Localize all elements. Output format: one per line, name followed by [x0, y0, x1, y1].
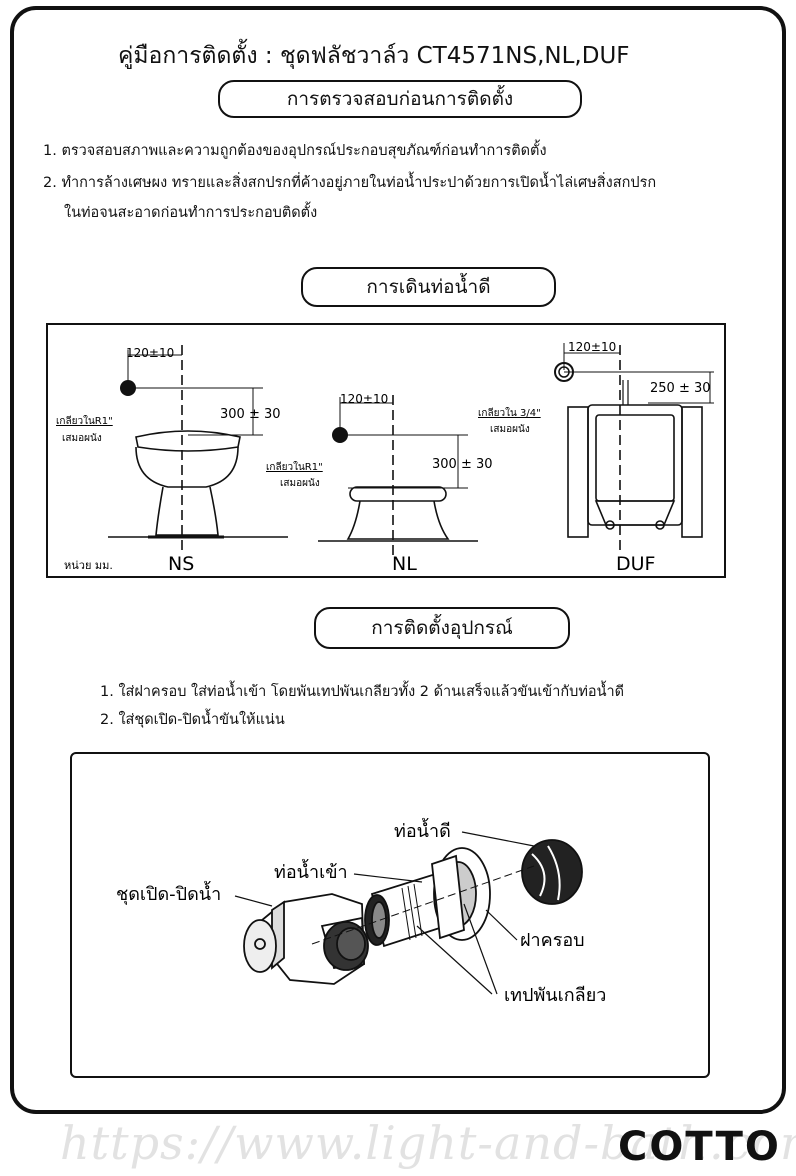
- cover-drawing: [431, 847, 491, 941]
- nl-supply-point: [332, 427, 348, 443]
- duf-horizontal-dim: 120±10: [568, 340, 616, 354]
- watermark-url: https://www.light-and-bath.com: [60, 1116, 796, 1170]
- ns-horizontal-dim: 120±10: [126, 346, 174, 360]
- install-item-2: 2. ใส่ชุดเปิด-ปิดน้ำขันให้แน่น: [100, 712, 285, 728]
- duf-thread-label: เกลียวใน 3/4": [478, 407, 541, 419]
- nl-horizontal-dim: 120±10: [340, 392, 388, 406]
- brand-logo: COTTO: [618, 1124, 781, 1170]
- valve-set-drawing: [243, 893, 369, 985]
- check-item-2: 2. ทำการล้างเศษผง ทรายและสิ่งสกปรกที่ค้า…: [43, 175, 657, 191]
- page-frame: [10, 6, 786, 1114]
- assembly-diagram: ท่อน้ำดี ท่อน้ำเข้า ชุดเปิด-ปิดน้ำ ฝาครอ…: [70, 752, 710, 1078]
- duf-supply-point-inner: [558, 366, 570, 378]
- nl-diagram: [318, 395, 478, 555]
- duf-model-label: DUF: [616, 553, 655, 575]
- duf-vertical-dim: 250 ± 30: [650, 381, 711, 396]
- ns-model-label: NS: [168, 553, 194, 575]
- ns-vertical-dim: 300 ± 30: [220, 407, 281, 422]
- duf-flush-label: เสมอผนัง: [490, 424, 530, 435]
- duf-diagram: [563, 343, 714, 555]
- install-item-1: 1. ใส่ฝาครอบ ใส่ท่อน้ำเข้า โดยพันเทปพันเ…: [100, 684, 625, 700]
- supply-leader: [461, 831, 535, 847]
- nl-vertical-dim: 300 ± 30: [432, 457, 493, 472]
- ns-diagram: [108, 345, 288, 550]
- check-item-2-continued: ในท่อจนสะอาดก่อนทำการประกอบติดตั้ง: [64, 205, 318, 221]
- nl-model-label: NL: [392, 553, 417, 575]
- unit-label: หน่วย มม.: [64, 559, 113, 572]
- duf-supply-point-outer: [554, 362, 574, 382]
- supply-pipe-drawing: [521, 839, 583, 905]
- tape-leader-1: [416, 925, 493, 995]
- callout-thread-tape: เทปพันเกลียว: [504, 985, 606, 1006]
- section-heading-pipe: การเดินท่อน้ำดี: [301, 267, 556, 307]
- nl-flush-label: เสมอผนัง: [280, 478, 320, 489]
- ns-supply-point: [120, 380, 136, 396]
- callout-valve-set: ชุดเปิด-ปิดน้ำ: [116, 881, 221, 905]
- ns-flush-label: เสมอผนัง: [62, 433, 102, 444]
- section-heading-install: การติดตั้งอุปกรณ์: [314, 607, 570, 649]
- inlet-pipe-drawing: [364, 870, 454, 948]
- nl-thread-label: เกลียวในR1": [266, 461, 323, 473]
- inlet-leader: [353, 873, 423, 883]
- callout-inlet-pipe: ท่อน้ำเข้า: [274, 859, 348, 883]
- callout-supply-pipe: ท่อน้ำดี: [394, 818, 451, 842]
- callout-cover: ฝาครอบ: [520, 930, 585, 951]
- valve-leader: [234, 895, 273, 907]
- cover-leader: [485, 909, 518, 941]
- section-heading-check: การตรวจสอบก่อนการติดตั้ง: [218, 80, 582, 118]
- ns-thread-label: เกลียวในR1": [56, 415, 113, 427]
- assembly-axis: [311, 865, 535, 945]
- pipe-layout-diagram: 120±10 300 ± 30 เกลียวในR1" เสมอผนัง NS …: [46, 323, 726, 578]
- page-title: คู่มือการติดตั้ง : ชุดฟลัชวาล์ว CT4571NS…: [118, 43, 630, 69]
- check-item-1: 1. ตรวจสอบสภาพและความถูกต้องของอุปกรณ์ปร…: [43, 143, 547, 159]
- tape-leader-2: [463, 903, 498, 995]
